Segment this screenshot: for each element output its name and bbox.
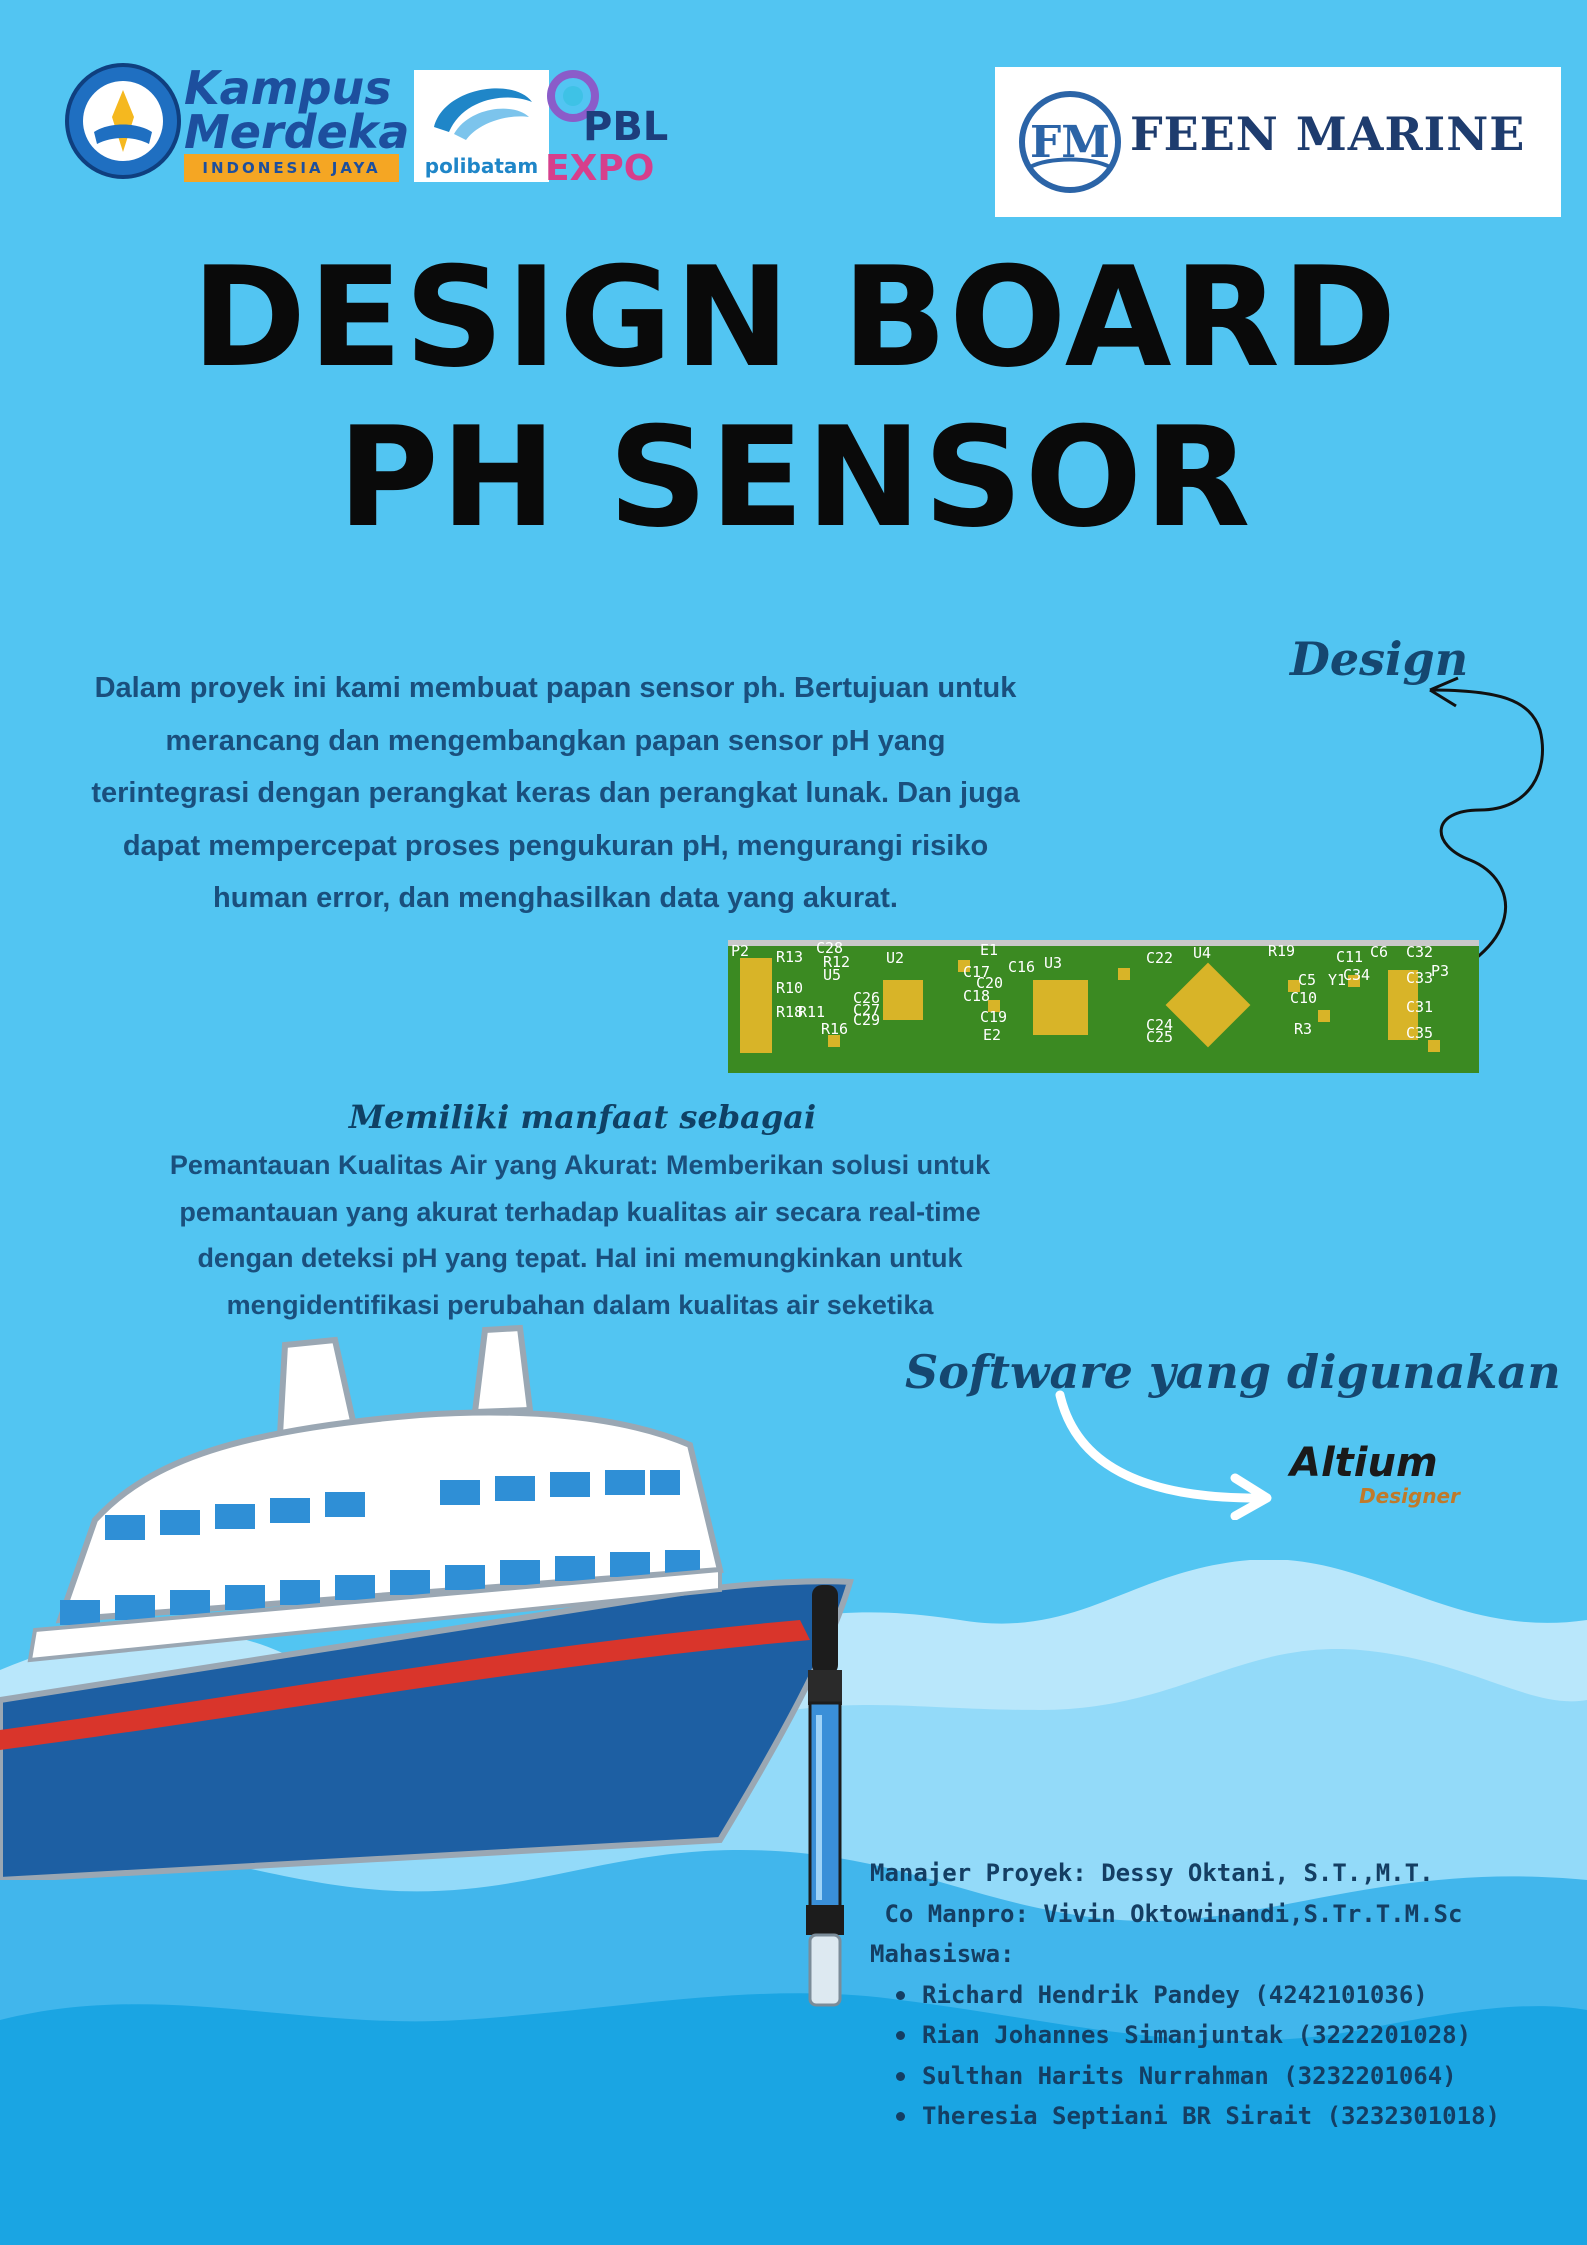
svg-text:R16: R16	[821, 1020, 848, 1038]
svg-text:E2: E2	[983, 1026, 1001, 1044]
svg-text:U5: U5	[823, 966, 841, 984]
svg-text:R18: R18	[776, 1003, 803, 1021]
svg-text:P3: P3	[1431, 962, 1449, 980]
svg-text:C24: C24	[1146, 1016, 1173, 1034]
student-item: Sulthan Harits Nurrahman (3232201064)	[896, 2056, 1570, 2097]
kampus-merdeka-logo: Kampus Merdeka INDONESIA JAYA	[64, 58, 409, 193]
curved-arrow-icon	[1055, 1390, 1272, 1520]
svg-text:C19: C19	[980, 1008, 1007, 1026]
svg-text:C34: C34	[1343, 966, 1370, 984]
svg-text:R12: R12	[823, 953, 850, 971]
benefits-text: Pemantauan Kualitas Air yang Akurat: Mem…	[169, 1150, 991, 1320]
svg-text:C28: C28	[816, 940, 843, 957]
student-item: Rian Johannes Simanjuntak (3222201028)	[896, 2015, 1570, 2056]
co-manager: Co Manpro: Vivin Oktowinandi,S.Tr.T.M.Sc	[870, 1899, 1463, 1928]
svg-text:C22: C22	[1146, 949, 1173, 967]
svg-text:U4: U4	[1193, 944, 1211, 962]
svg-text:C11: C11	[1336, 948, 1363, 966]
svg-text:C31: C31	[1406, 998, 1433, 1016]
project-description: Dalam proyek ini kami membuat papan sens…	[91, 672, 1020, 914]
polibatam-logo: polibatam	[414, 70, 549, 182]
polibatam-swirl-icon	[434, 88, 532, 140]
svg-text:R13: R13	[776, 948, 803, 966]
altium-wordmark: Altium	[1290, 1440, 1438, 1486]
svg-text:C18: C18	[963, 987, 990, 1005]
svg-text:U3: U3	[1044, 954, 1062, 972]
feen-marine-logo: FM FEEN MARINE	[995, 67, 1561, 217]
svg-text:C16: C16	[1008, 958, 1035, 976]
project-manager: Manajer Proyek: Dessy Oktani, S.T.,M.T.	[870, 1859, 1434, 1887]
svg-text:R3: R3	[1294, 1020, 1312, 1038]
page-title: DESIGN BOARD PH SENSOR	[191, 237, 1399, 558]
svg-text:C35: C35	[1406, 1024, 1433, 1042]
tut-wuri-seal-icon	[65, 63, 181, 179]
kampus-merdeka-tagline: INDONESIA JAYA	[184, 154, 399, 182]
svg-text:C20: C20	[976, 974, 1003, 992]
svg-text:R19: R19	[1268, 942, 1295, 960]
expo-wordmark: EXPO	[545, 148, 655, 189]
pcb-board-image: P2 R13 C28 R12 U5 R10 R18 R11 C26 C27 C2…	[728, 940, 1479, 1073]
svg-text:C17: C17	[963, 963, 990, 981]
svg-text:C27: C27	[853, 1001, 880, 1019]
svg-text:R10: R10	[776, 979, 803, 997]
feen-marine-wordmark: FEEN MARINE	[1130, 107, 1526, 161]
svg-text:U2: U2	[886, 949, 904, 967]
wave-deep	[0, 1993, 1587, 2245]
students-list: Richard Hendrik Pandey (4242101036) Rian…	[870, 1975, 1570, 2137]
ship-funnel	[471, 1324, 534, 1416]
altium-designer-logo: Altium Designer	[1290, 1440, 1470, 1510]
pbl-expo-emblem-icon	[547, 70, 599, 122]
polibatam-wordmark: polibatam	[424, 154, 539, 178]
svg-text:C25: C25	[1146, 1028, 1173, 1046]
svg-text:C29: C29	[853, 1011, 880, 1029]
svg-text:C26: C26	[853, 989, 880, 1007]
svg-text:R11: R11	[798, 1003, 825, 1021]
svg-text:E1: E1	[980, 941, 998, 959]
curly-arrow-icon	[1414, 676, 1544, 992]
ph-probe-illustration	[806, 1585, 844, 2007]
svg-text:C10: C10	[1290, 989, 1317, 1007]
software-label: Software yang digunakan	[905, 1345, 1561, 1399]
pbl-expo-logo: PBL EXPO	[545, 66, 668, 192]
pbl-wordmark: PBL	[583, 104, 669, 150]
kampus-merdeka-wordmark: Kampus Merdeka	[184, 61, 410, 159]
design-label: Design	[1290, 632, 1469, 686]
svg-text:C5: C5	[1298, 971, 1316, 989]
benefits-heading: Memiliki manfaat sebagai	[348, 1098, 817, 1136]
students-label: Mahasiswa:	[870, 1940, 1015, 1968]
altium-sub-wordmark: Designer	[1359, 1484, 1460, 1508]
team-section: Manajer Proyek: Dessy Oktani, S.T.,M.T. …	[870, 1853, 1570, 2137]
svg-text:Y1: Y1	[1328, 971, 1346, 989]
svg-text:C32: C32	[1406, 943, 1433, 961]
student-item: Richard Hendrik Pandey (4242101036)	[896, 1975, 1570, 2016]
ship-stripe	[0, 1620, 810, 1750]
ship-illustration	[0, 1324, 854, 1880]
student-item: Theresia Septiani BR Sirait (3232301018)	[896, 2096, 1570, 2137]
svg-text:C33: C33	[1406, 969, 1433, 987]
feen-marine-emblem-icon: FM	[1019, 91, 1121, 193]
svg-text:C6: C6	[1370, 943, 1388, 961]
svg-text:P2: P2	[731, 942, 749, 960]
